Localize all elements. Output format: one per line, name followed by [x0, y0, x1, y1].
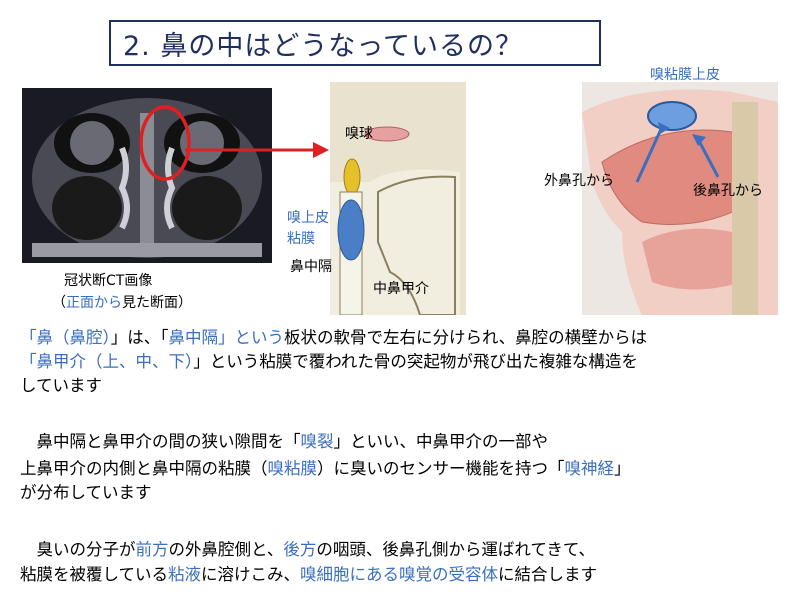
paragraph-1-line-2: 「鼻甲介（上、中、下）」という粘膜で覆われた骨の突起物が飛び出た複雑な構造を — [20, 350, 638, 374]
highlight-circle — [139, 105, 191, 181]
paragraph-1-line-1: 「鼻（鼻腔）」は、「鼻中隔」という板状の軟骨で左右に分けられ、鼻腔の横壁からは — [20, 326, 647, 350]
text-run: 臭いの分子が — [20, 540, 136, 559]
nasal-coronal-diagram — [330, 82, 466, 315]
paragraph-3-line-2: 粘膜を被覆している粘液に溶けこみ、嗅細胞にある嗅覚の受容体に結合します — [20, 563, 597, 587]
paragraph-3-line-1: 臭いの分子が前方の外鼻腔側と、後方の咽頭、後鼻孔側から運ばれてきて、 — [20, 538, 596, 562]
text-run: 鼻中隔 — [168, 328, 219, 347]
text-run: 」 — [614, 459, 631, 478]
text-run: 上鼻甲介の内側と鼻中隔の粘膜（ — [20, 459, 268, 478]
paragraph-1-line-3: しています — [20, 374, 102, 398]
text-run: 嗅細胞にある嗅覚の受容体 — [300, 565, 499, 584]
text-run: 鼻甲介（上、中、下） — [36, 352, 194, 371]
text-run: 嗅粘膜 — [267, 459, 318, 478]
text-run: しています — [20, 376, 103, 395]
text-run: 前方 — [135, 540, 169, 559]
text-run: 」といい、中鼻甲介の一部や — [333, 432, 549, 451]
text-run: に溶けこみ、 — [201, 565, 301, 584]
text-run: 「鼻（鼻腔） — [20, 328, 111, 347]
label-anterior-nares: 外鼻孔から — [544, 173, 614, 189]
text-run: 粘膜を被覆している — [20, 565, 169, 584]
text-run: 嗅裂 — [300, 432, 334, 451]
text-run: 」は、「 — [110, 328, 169, 347]
label-middle-turbinate: 中鼻甲介 — [373, 281, 429, 297]
text-run: 」という粘膜で覆われた骨の突起物が飛び出た複雑な構造を — [193, 352, 638, 371]
text-run: が分布しています — [20, 483, 152, 502]
text-run: の外鼻腔側と、 — [168, 540, 284, 559]
ct-scan-image — [22, 88, 272, 263]
text-run: 「 — [20, 352, 37, 371]
text-run: ）に臭いのセンサー機能を持つ「 — [317, 459, 565, 478]
text-run: の咽頭、後鼻孔側から運ばれてきて、 — [316, 540, 596, 559]
paragraph-2-line-2: 上鼻甲介の内側と鼻中隔の粘膜（嗅粘膜）に臭いのセンサー機能を持つ「嗅神経」 — [20, 457, 631, 481]
label-olfactory-epithelium-1: 嗅上皮 — [287, 210, 329, 226]
ct-caption-line1: 冠状断CT画像 — [64, 273, 153, 289]
text-run: 鼻中隔と鼻甲介の間の狭い隙間を「 — [20, 432, 301, 451]
slide-title-text: 2. 鼻の中はどうなっているの？ — [123, 30, 523, 62]
label-nasal-septum: 鼻中隔 — [290, 259, 332, 275]
arrow-right-icon — [185, 142, 329, 158]
text-run: 粘液 — [168, 565, 202, 584]
slide-title: 2. 鼻の中はどうなっているの？ — [109, 20, 601, 66]
paragraph-2-line-1: 鼻中隔と鼻甲介の間の狭い隙間を「嗅裂」といい、中鼻甲介の一部や — [20, 430, 549, 454]
text-run: 」という — [218, 328, 284, 347]
label-olfactory-epithelium-2: 粘膜 — [287, 231, 315, 247]
label-olfactory-bulb: 嗅球 — [345, 126, 373, 142]
label-posterior-nares: 後鼻孔から — [693, 183, 763, 199]
text-run: 後方 — [283, 540, 317, 559]
text-run: に結合します — [498, 565, 598, 584]
label-olfactory-mucosa: 嗅粘膜上皮 — [650, 67, 720, 83]
text-run: 嗅神経 — [564, 459, 615, 478]
nasal-sagittal-illustration — [582, 82, 778, 315]
ct-caption-line2: （正面から見た断面） — [52, 295, 192, 311]
text-run: 板状の軟骨で左右に分けられ、鼻腔の横壁からは — [284, 328, 648, 347]
paragraph-2-line-3: が分布しています — [20, 481, 152, 505]
